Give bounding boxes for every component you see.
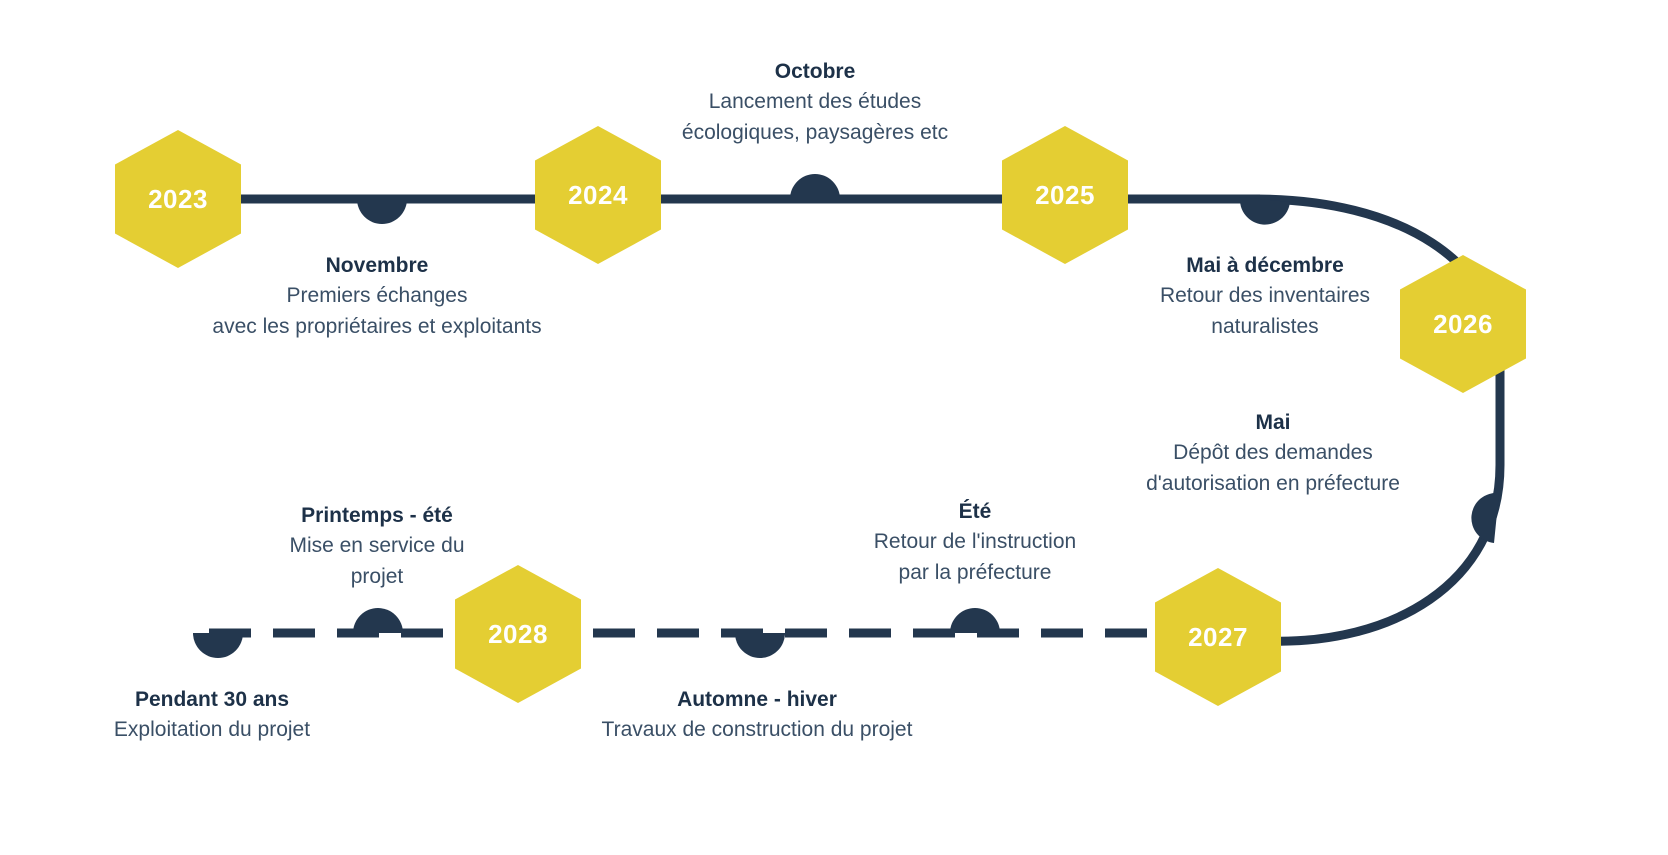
- event-mai-a-decembre: Mai à décembre Retour des inventaires na…: [1025, 251, 1505, 343]
- event-description: Retour de l'instruction par la préfectur…: [873, 530, 1077, 585]
- event-title: Été: [958, 500, 992, 523]
- marker-mai-a-decembre-icon: [1239, 197, 1290, 225]
- milestone-hex-2026[interactable]: 2026: [1400, 255, 1526, 393]
- marker-ete-icon: [950, 608, 1000, 633]
- event-description: Travaux de construction du projet: [601, 718, 913, 742]
- event-mai: Mai Dépôt des demandes d'autorisation en…: [1033, 408, 1513, 500]
- event-automne-hiver: Automne - hiver Travaux de construction …: [517, 685, 997, 746]
- event-title: Mai à décembre: [1186, 254, 1344, 277]
- marker-novembre-icon: [357, 199, 407, 224]
- milestone-hex-2028[interactable]: 2028: [455, 565, 581, 703]
- marker-automne-hiver-icon: [735, 633, 785, 658]
- event-title: Novembre: [325, 254, 429, 277]
- milestone-year-label: 2026: [1433, 309, 1493, 339]
- marker-pendant-30-ans-icon: [193, 633, 243, 658]
- milestone-hex-2023[interactable]: 2023: [115, 130, 241, 268]
- milestone-year-label: 2028: [488, 619, 548, 649]
- event-title: Printemps - été: [301, 504, 453, 527]
- event-title: Octobre: [774, 60, 856, 83]
- marker-printemps-ete-icon: [353, 608, 403, 633]
- event-title: Pendant 30 ans: [134, 688, 290, 711]
- milestone-hex-2027[interactable]: 2027: [1155, 568, 1281, 706]
- event-description: Dépôt des demandes d'autorisation en pré…: [1146, 441, 1400, 496]
- milestone-hex-2024[interactable]: 2024: [535, 126, 661, 264]
- event-novembre: Novembre Premiers échanges avec les prop…: [137, 251, 617, 343]
- event-description: Premiers échanges avec les propriétaires…: [212, 284, 542, 339]
- event-title: Automne - hiver: [677, 688, 837, 711]
- milestone-year-label: 2025: [1035, 180, 1095, 210]
- event-pendant-30-ans: Pendant 30 ans Exploitation du projet: [0, 685, 452, 746]
- event-description: Retour des inventaires naturalistes: [1159, 284, 1371, 339]
- event-description: Mise en service du projet: [289, 534, 465, 589]
- milestone-hex-2025[interactable]: 2025: [1002, 126, 1128, 264]
- event-description: Lancement des études écologiques, paysag…: [681, 90, 949, 145]
- milestone-year-label: 2024: [568, 180, 628, 210]
- event-ete: Été Retour de l'instruction par la préfe…: [735, 497, 1215, 589]
- marker-octobre-icon: [790, 174, 840, 199]
- event-description: Exploitation du projet: [113, 718, 311, 742]
- milestone-year-label: 2023: [148, 184, 208, 214]
- event-printemps-ete: Printemps - été Mise en service du proje…: [137, 501, 617, 593]
- event-octobre: Octobre Lancement des études écologiques…: [575, 57, 1055, 149]
- milestone-year-label: 2027: [1188, 622, 1248, 652]
- marker-mai-icon: [1471, 492, 1499, 543]
- event-title: Mai: [1255, 411, 1291, 434]
